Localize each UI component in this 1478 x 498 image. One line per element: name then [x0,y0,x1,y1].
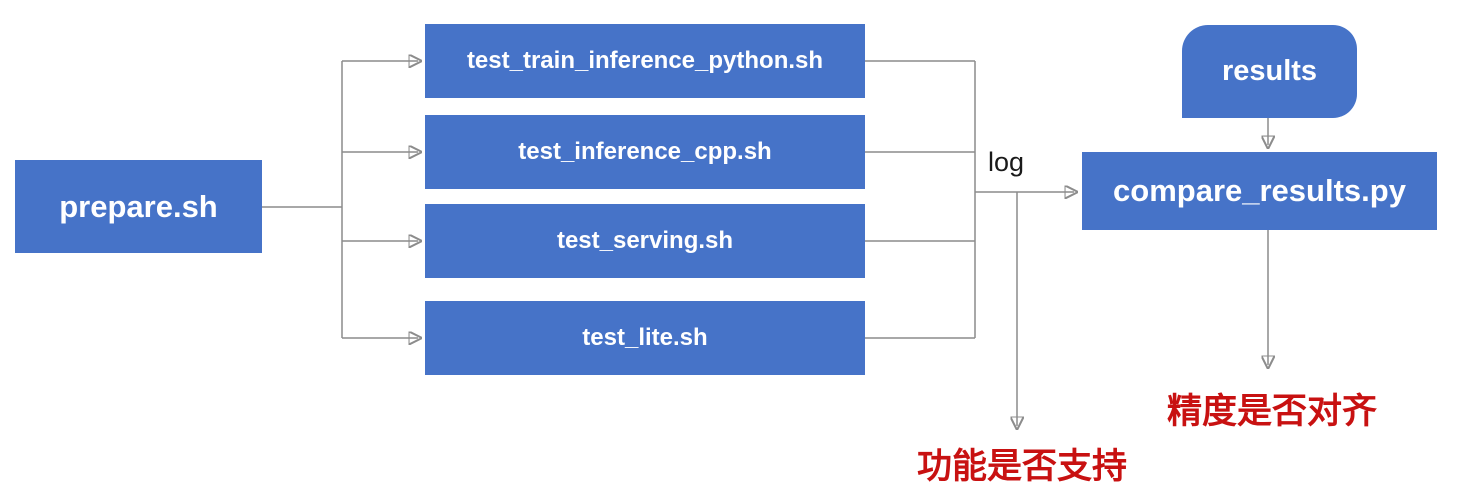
node-test-train-inference-python-sh-label: test_train_inference_python.sh [466,47,824,74]
node-prepare-sh: prepare.sh [15,160,262,253]
node-compare-results-py-label: compare_results.py [1113,173,1406,208]
node-test-inference-cpp-sh-label: test_inference_cpp.sh [518,138,772,165]
edge-label-log: log [988,147,1025,177]
node-test-inference-cpp-sh: test_inference_cpp.sh [425,115,865,189]
node-compare-results-py: compare_results.py [1082,152,1437,230]
node-prepare-sh-label: prepare.sh [59,188,218,224]
node-results: results [1182,25,1357,118]
node-test-lite-sh: test_lite.sh [425,301,865,375]
node-results-label: results [1221,55,1318,87]
annotation-precision-aligned: 精度是否对齐 [1166,392,1378,431]
node-test-lite-sh-label: test_lite.sh [582,324,708,351]
node-test-serving-sh-label: test_serving.sh [556,227,734,254]
node-test-train-inference-python-sh: test_train_inference_python.sh [425,24,865,98]
annotation-function-support: 功能是否支持 [916,447,1128,486]
node-test-serving-sh: test_serving.sh [425,204,865,278]
